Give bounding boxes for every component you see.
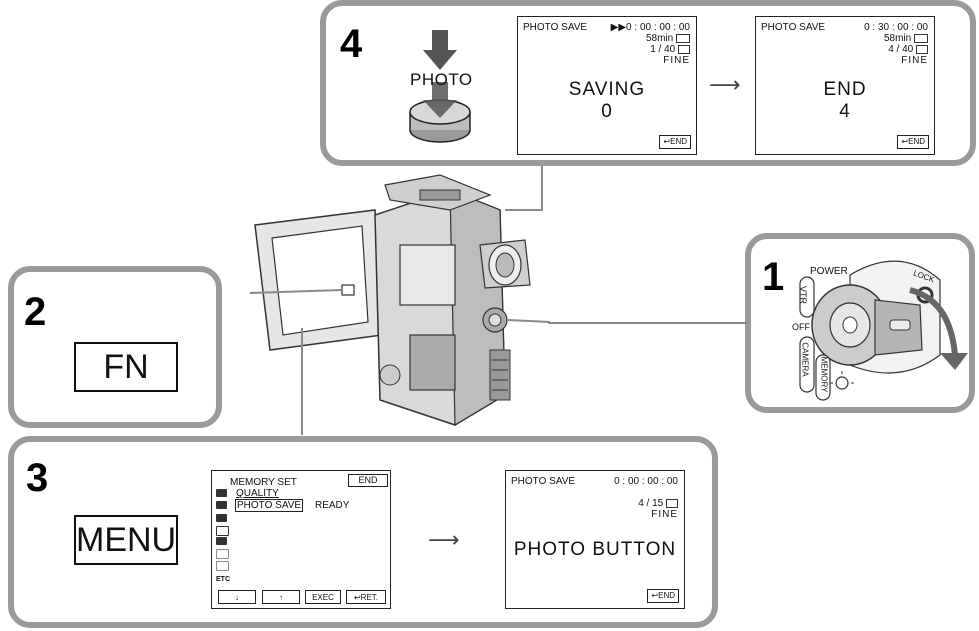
status-value: 0 [601, 101, 613, 122]
end-button[interactable]: ↩END [659, 135, 691, 149]
photo-button-message: PHOTO BUTTON [513, 539, 677, 560]
up-button[interactable]: ↑ [262, 590, 300, 604]
step1-number: 1 [762, 255, 785, 299]
fn-key[interactable]: FN [74, 342, 178, 392]
menu-key[interactable]: MENU [74, 515, 178, 565]
return-icon: ↩ [651, 591, 659, 600]
image-quality: FINE [901, 55, 928, 66]
off-label: OFF [792, 322, 810, 332]
right-arrow-icon: ⟶ [709, 73, 741, 98]
menu-item-photo-save[interactable]: PHOTO SAVE [235, 499, 304, 512]
power-switch-illustration [799, 260, 968, 401]
connector-line [548, 322, 748, 324]
end-button[interactable]: ↩END [897, 135, 929, 149]
menu-title: MEMORY SET [230, 477, 297, 488]
cassette-icon [216, 537, 227, 545]
memory-set-menu-screen: MEMORY SET END QUALITY PHOTO SAVE READY … [211, 470, 391, 609]
lcd-set-icon [216, 526, 229, 536]
memory-card-icon [678, 44, 690, 54]
menu-item-quality[interactable]: QUALITY [236, 488, 279, 499]
camera-label: CAMERA [800, 342, 810, 377]
setup-icon [216, 561, 229, 571]
menu-item-photo-save-value: READY [315, 500, 350, 511]
timecode: 0 : 30 : 00 : 00 [864, 22, 928, 33]
etc-label: ETC [216, 576, 230, 583]
memory-card-icon [916, 44, 928, 54]
menu-end-button[interactable]: END [348, 474, 388, 487]
image-count: 4 / 40 [888, 44, 914, 55]
tape-icon [676, 33, 690, 43]
remaining-time: 58min [645, 33, 674, 44]
end-screen: PHOTO SAVE 0 : 30 : 00 : 00 58min 4 / 40… [755, 16, 935, 155]
saving-screen: PHOTO SAVE ▶▶0 : 00 : 00 : 00 58min 1 / … [517, 16, 697, 155]
step4-number: 4 [340, 22, 363, 66]
connector-line [541, 166, 543, 211]
right-arrow-icon: ⟶ [428, 528, 460, 553]
return-icon: ↩ [663, 137, 671, 146]
camera-set-icon [216, 514, 227, 522]
remaining-time: 58min [883, 33, 912, 44]
exec-button[interactable]: EXEC [305, 590, 341, 604]
tape-set-icon [216, 549, 229, 559]
ret-button[interactable]: ↩RET. [346, 590, 386, 604]
step2-number: 2 [24, 290, 47, 334]
screen-title: PHOTO SAVE [511, 476, 576, 487]
step3-number: 3 [26, 456, 49, 500]
screen-title: PHOTO SAVE [761, 22, 826, 33]
status-value: 4 [839, 101, 851, 122]
vtr-label: VTR [798, 286, 808, 304]
return-icon: ↩ [901, 137, 909, 146]
connector-line [505, 209, 543, 211]
photo-button-label[interactable]: PHOTO [410, 70, 473, 89]
image-count: 4 / 15 [638, 498, 664, 509]
memory-card-icon [666, 498, 678, 508]
photo-button-illustration [409, 30, 471, 143]
screen-status-info: 0 : 30 : 00 : 00 58min 4 / 40 FINE [864, 22, 928, 66]
screen-title: PHOTO SAVE [523, 22, 588, 33]
power-label: POWER [810, 266, 848, 277]
screen-status-info: 0 : 00 : 00 : 00 4 / 15 FINE [614, 476, 678, 520]
memory-label: MEMORY [819, 356, 829, 393]
status-text: SAVING [568, 79, 646, 100]
timecode: ▶▶0 : 00 : 00 : 00 [610, 22, 690, 33]
timecode: 0 : 00 : 00 : 00 [614, 476, 678, 487]
memory-icon [216, 489, 227, 497]
tape-icon [914, 33, 928, 43]
return-icon: ↩ [353, 593, 361, 602]
image-count: 1 / 40 [650, 44, 676, 55]
photo-button-screen: PHOTO SAVE 0 : 00 : 00 : 00 4 / 15 FINE … [505, 470, 685, 609]
image-quality: FINE [663, 55, 690, 66]
memory-icon [216, 501, 227, 509]
end-button[interactable]: ↩END [647, 589, 679, 603]
image-quality: FINE [651, 509, 678, 520]
screen-status-info: ▶▶0 : 00 : 00 : 00 58min 1 / 40 FINE [611, 22, 690, 66]
down-button[interactable]: ↓ [218, 590, 256, 604]
status-text: END [823, 79, 867, 100]
camcorder-illustration [250, 174, 550, 435]
